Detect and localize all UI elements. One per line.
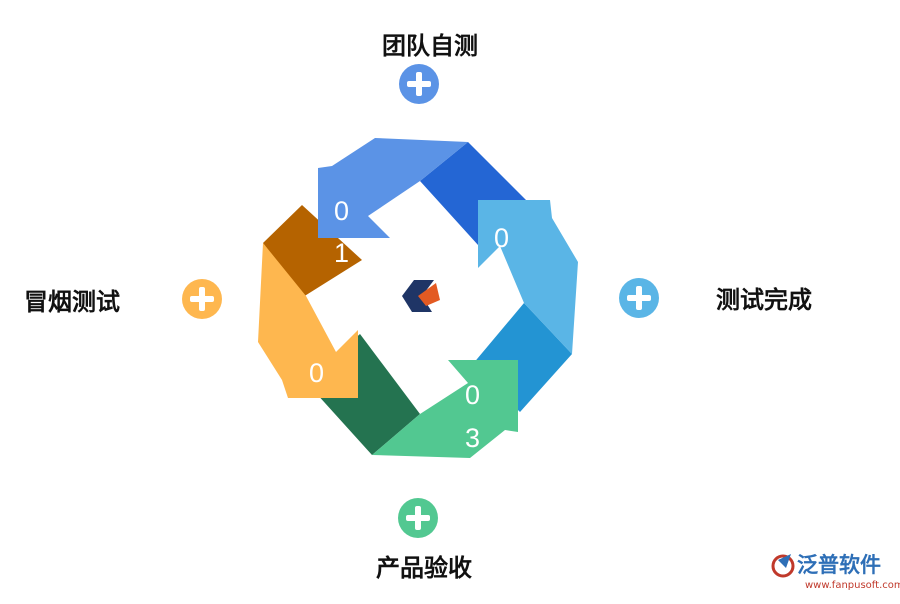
step-label-left: 冒烟测试	[24, 288, 120, 316]
arrow-bottom-number-2: 3	[465, 423, 480, 453]
company-logo-icon	[402, 280, 440, 312]
arrow-right	[478, 200, 578, 354]
arrow-top	[318, 138, 468, 238]
plus-icon-top[interactable]	[399, 64, 439, 104]
plus-icon-bottom[interactable]	[398, 498, 438, 538]
arrow-bottom	[372, 360, 518, 458]
step-label-top: 团队自测	[382, 32, 478, 60]
step-label-bottom: 产品验收	[376, 554, 472, 582]
step-label-right: 测试完成	[716, 286, 812, 314]
arrow-bottom-number-1: 0	[465, 380, 480, 410]
watermark-brand: 泛普软件	[797, 553, 881, 577]
fanpu-logo-icon	[771, 554, 795, 578]
plus-icon-right[interactable]	[619, 278, 659, 318]
arrow-right-number-1: 0	[494, 223, 509, 253]
arrow-right-number-2: 3	[494, 265, 509, 295]
arrow-left-number-2: 1	[309, 400, 324, 430]
arrow-left	[258, 243, 358, 398]
arrow-top-number-2: 1	[334, 238, 349, 268]
arrow-left-number-1: 0	[309, 358, 324, 388]
arrow-top-number-1: 0	[334, 196, 349, 226]
plus-icon-left[interactable]	[182, 279, 222, 319]
watermark-url: www.fanpusoft.com	[805, 580, 900, 591]
